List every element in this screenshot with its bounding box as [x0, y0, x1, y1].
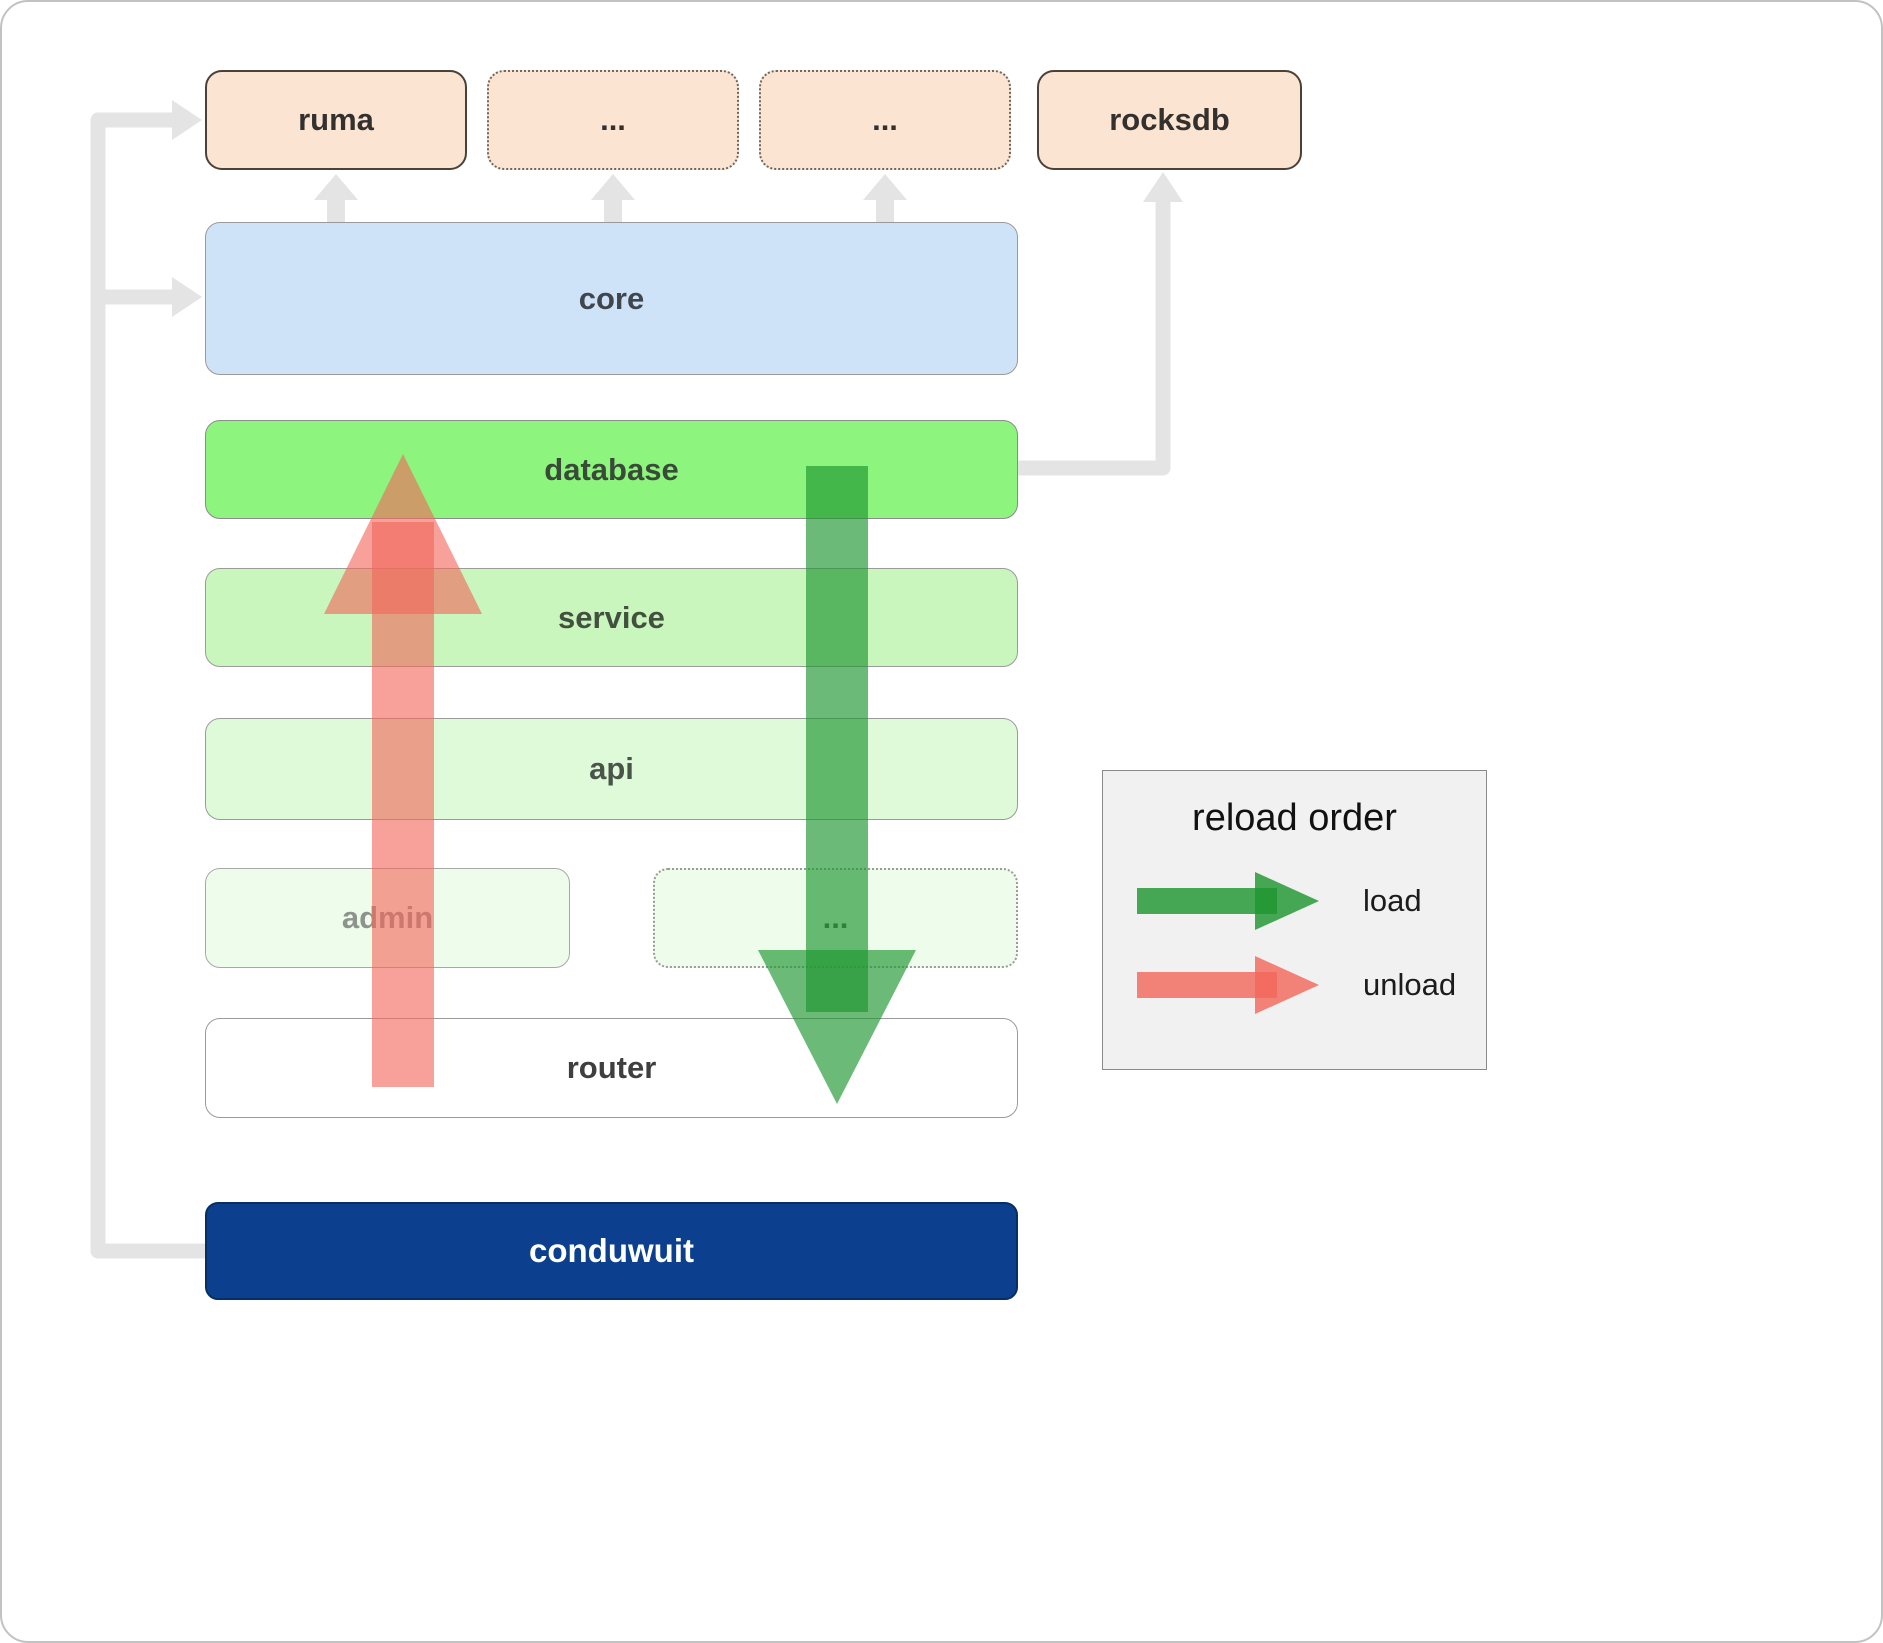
connector-core-to-dep3 [863, 174, 907, 224]
box-service: service [205, 568, 1018, 667]
arrowhead-to-rocksdb-icon [1143, 172, 1183, 202]
box-router: router [205, 1018, 1018, 1118]
legend-row-unload: unload [1103, 950, 1486, 1020]
arrowhead-to-core-icon [172, 277, 202, 317]
box-dependency-ellipsis-1: ... [487, 70, 739, 170]
box-database: database [205, 420, 1018, 519]
arrowhead-to-ruma-icon [172, 100, 202, 140]
legend-load-arrow-icon [1137, 872, 1319, 930]
connector-database-to-rocksdb [1018, 200, 1171, 476]
connector-conduwuit-to-ruma [90, 112, 214, 1259]
legend-load-label: load [1363, 883, 1422, 918]
legend-row-load: load [1103, 866, 1486, 936]
box-ruma: ruma [205, 70, 467, 170]
connector-core-to-dep2 [591, 174, 635, 224]
legend-title: reload order [1192, 797, 1397, 839]
box-api: api [205, 718, 1018, 820]
box-dependency-ellipsis-2: ... [759, 70, 1011, 170]
legend: reload order load unload [1102, 770, 1487, 1070]
box-admin: admin [205, 868, 570, 968]
box-more-modules: ... [653, 868, 1018, 968]
legend-unload-arrow-icon [1137, 956, 1319, 1014]
legend-unload-label: unload [1363, 967, 1457, 1002]
box-core: core [205, 222, 1018, 375]
box-rocksdb: rocksdb [1037, 70, 1302, 170]
connector-core-to-ruma [314, 174, 358, 224]
box-conduwuit: conduwuit [205, 1202, 1018, 1300]
